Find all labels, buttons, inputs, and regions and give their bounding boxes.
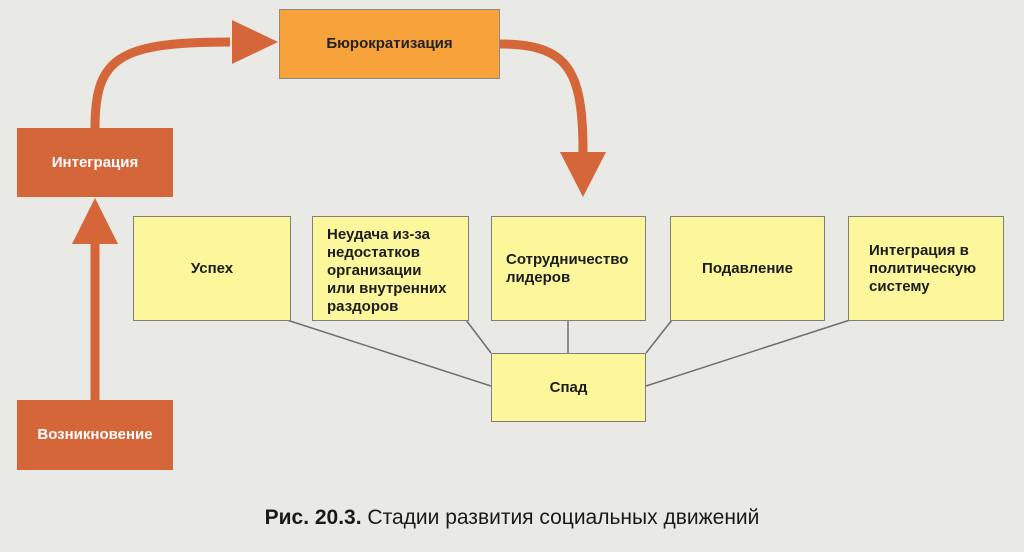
figure-caption-text: Стадии развития социальных движений	[361, 506, 760, 529]
stage-emergence-label: Возникновение	[37, 426, 153, 443]
connector-success	[286, 319, 492, 387]
stage-bureaucratization-label: Бюрократизация	[326, 35, 453, 52]
arrowhead-down	[560, 152, 606, 197]
stage-emergence: Возникновение	[17, 400, 173, 470]
arrow-integration-to-bureaucratization	[90, 37, 231, 129]
connector-political-integration	[645, 319, 851, 387]
outcome-suppression: Подавление	[670, 216, 825, 321]
outcome-suppression-label: Подавление	[702, 259, 793, 277]
outcome-success-label: Успех	[190, 259, 234, 277]
stage-decline-label: Спад	[549, 378, 588, 396]
outcome-failure: Неудача из-за недостатков организации ил…	[312, 216, 469, 321]
outcome-failure-label: Неудача из-за недостатков организации ил…	[327, 226, 447, 315]
connector-suppression	[645, 319, 673, 354]
outcome-political-integration: Интеграция в политическую систему	[848, 216, 1004, 321]
arrowhead-right	[232, 20, 278, 64]
connector-failure	[465, 319, 492, 354]
stage-integration: Интеграция	[17, 128, 173, 197]
stage-integration-label: Интеграция	[51, 153, 139, 171]
figure-caption-number: Рис. 20.3.	[264, 506, 362, 529]
stage-bureaucratization: Бюрократизация	[279, 9, 500, 79]
figure-caption: Рис. 20.3. Стадии развития социальных дв…	[0, 506, 1024, 530]
arrowhead-up	[72, 198, 118, 244]
outcome-political-integration-label: Интеграция в политическую систему	[869, 242, 977, 295]
stage-decline: Спад	[491, 353, 646, 422]
outcome-leader-cooperation: Сотрудничество лидеров	[491, 216, 646, 321]
arrow-bureaucratization-to-outcomes	[499, 39, 588, 153]
outcome-leader-cooperation-label: Сотрудничество лидеров	[506, 251, 629, 286]
outcome-success: Успех	[133, 216, 291, 321]
